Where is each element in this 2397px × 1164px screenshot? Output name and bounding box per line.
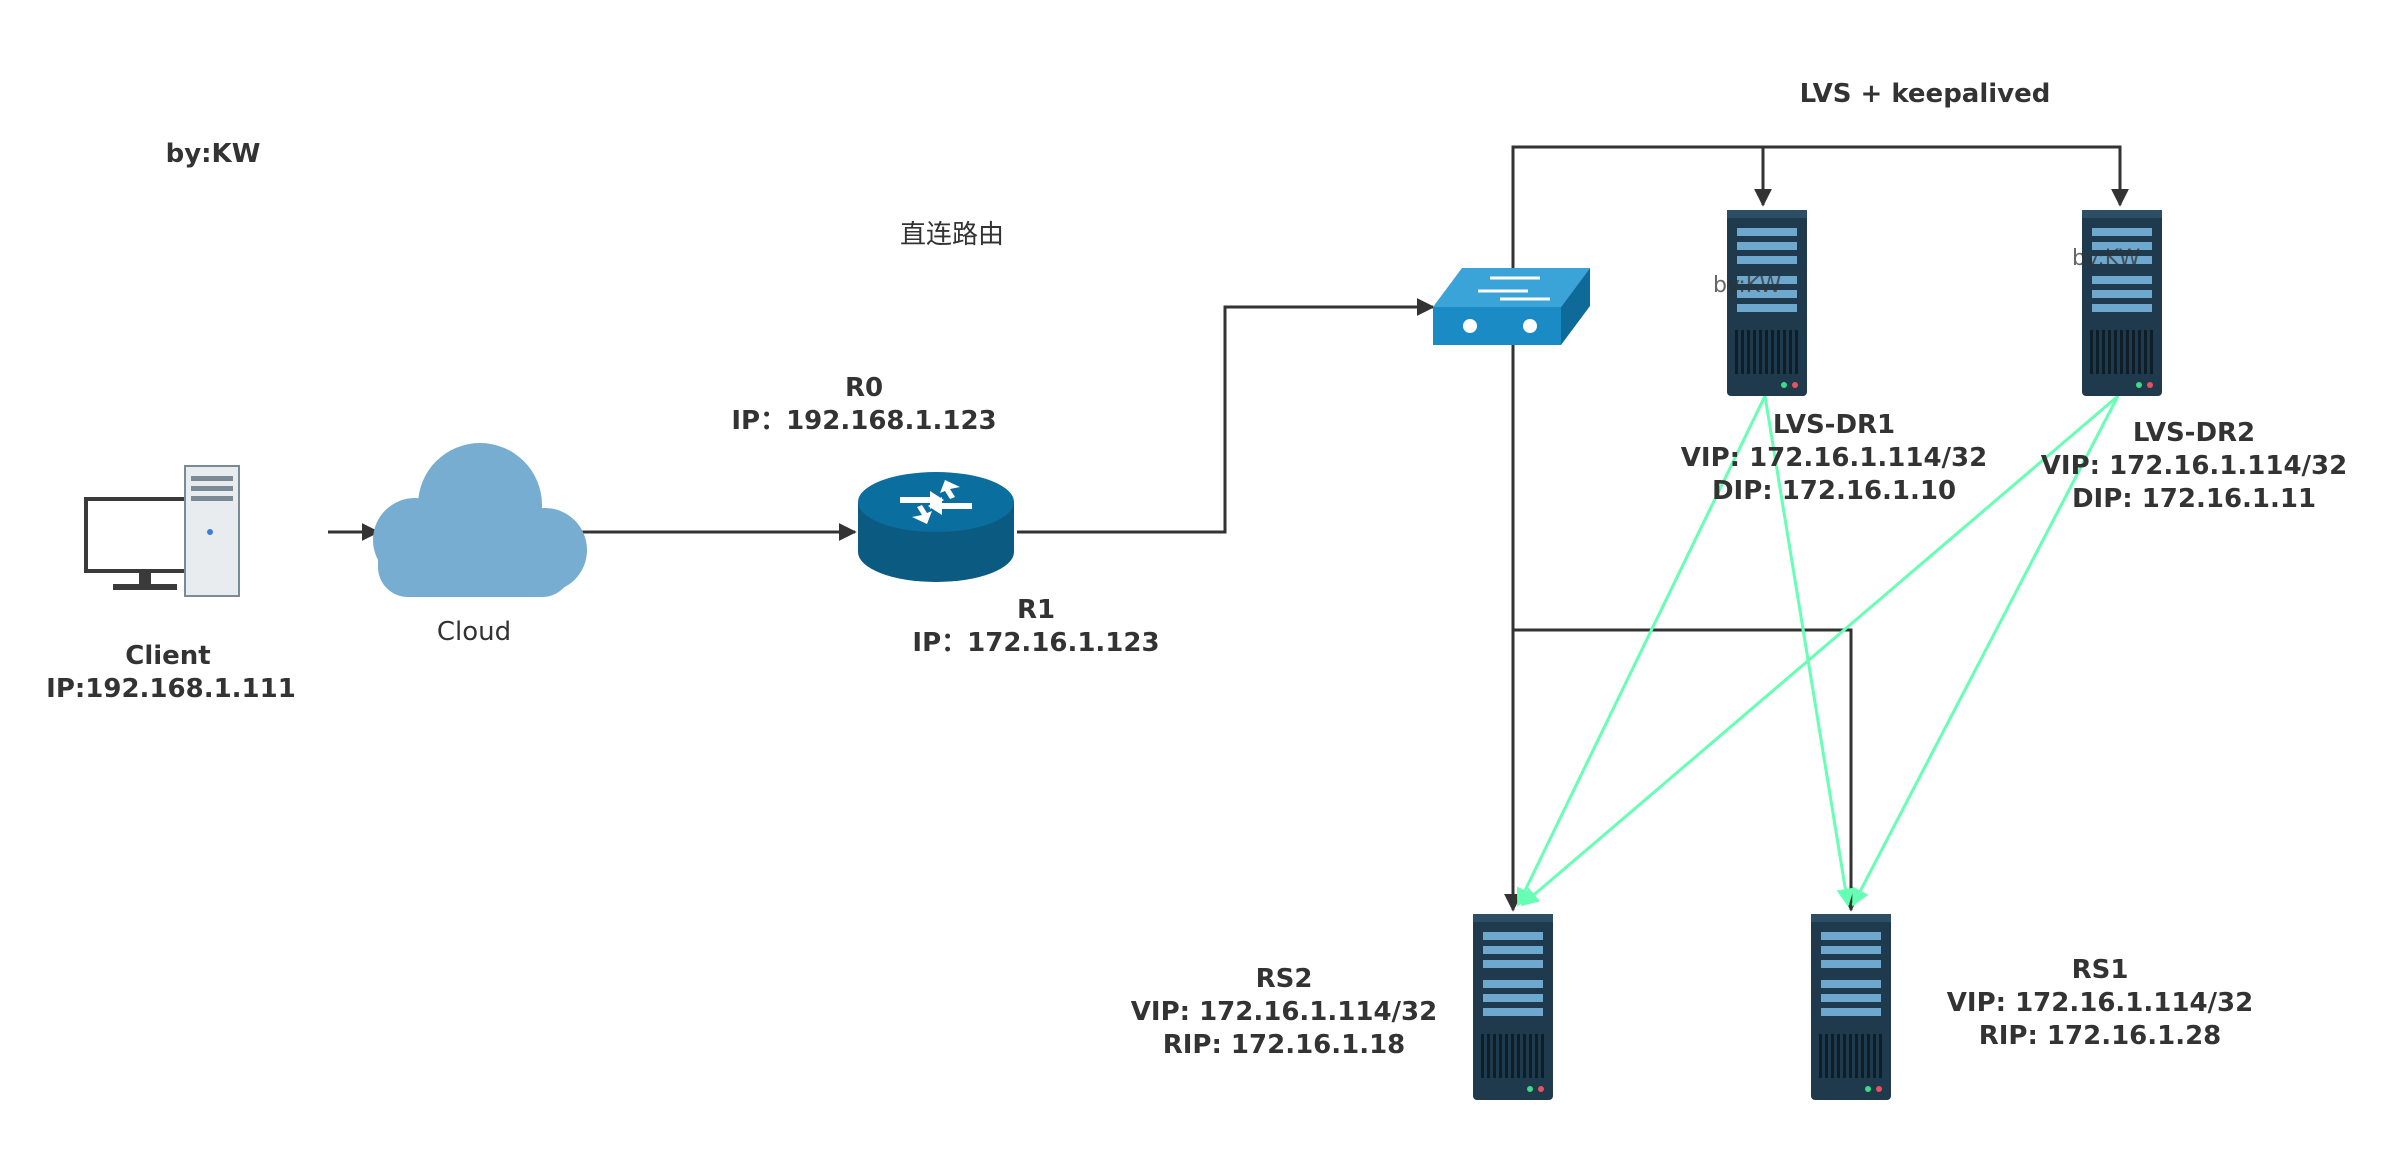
lvs-dr1-server-icon bbox=[1727, 210, 1807, 396]
r0-name: R0 bbox=[845, 373, 883, 403]
watermark-dr2: by:KW bbox=[2072, 246, 2140, 271]
rs1-name: RS1 bbox=[2072, 955, 2129, 985]
rs1-vip: VIP: 172.16.1.114/32 bbox=[1947, 988, 2253, 1018]
lvs-dr2-vip: VIP: 172.16.1.114/32 bbox=[2041, 451, 2347, 481]
return-dr2-rs2 bbox=[1520, 394, 2119, 907]
link-switch-lvs-dr1 bbox=[1511, 145, 1772, 280]
rs1-server-icon bbox=[1811, 914, 1891, 1100]
router-icon bbox=[858, 472, 1014, 582]
link-router-switch bbox=[1017, 298, 1435, 534]
return-dr1-rs1 bbox=[1763, 395, 1855, 907]
author-label: by:KW bbox=[166, 139, 261, 169]
watermark-dr1: by:KW bbox=[1713, 273, 1781, 298]
link-switch-rs1 bbox=[1513, 628, 1860, 912]
lvs-dr2-name: LVS-DR2 bbox=[2133, 418, 2255, 448]
client-pc-icon bbox=[84, 465, 328, 597]
client-ip: IP:192.168.1.111 bbox=[46, 674, 296, 704]
lvs-dr1-vip: VIP: 172.16.1.114/32 bbox=[1681, 443, 1987, 473]
rs2-vip: VIP: 172.16.1.114/32 bbox=[1131, 997, 1437, 1027]
diagram-title: LVS + keepalived bbox=[1800, 79, 2051, 109]
return-dr1-rs2 bbox=[1516, 395, 1767, 907]
lvs-dr1-name: LVS-DR1 bbox=[1773, 410, 1895, 440]
cloud-label: Cloud bbox=[437, 617, 511, 647]
lvs-dr1-dip: DIP: 172.16.1.10 bbox=[1712, 476, 1956, 506]
lvs-dr2-server-icon bbox=[2082, 210, 2162, 396]
rs2-server-icon bbox=[1473, 914, 1553, 1100]
link-switch-lvs-dr2 bbox=[1763, 145, 2129, 207]
rs1-rip: RIP: 172.16.1.28 bbox=[1979, 1021, 2222, 1051]
r1-ip: IP：172.16.1.123 bbox=[912, 628, 1159, 658]
return-dr2-rs1 bbox=[1851, 395, 2120, 907]
rs2-name: RS2 bbox=[1256, 964, 1313, 994]
r1-name: R1 bbox=[1017, 595, 1055, 625]
r0-ip: IP：192.168.1.123 bbox=[731, 406, 996, 436]
client-name: Client bbox=[125, 641, 210, 671]
switch-icon bbox=[1433, 268, 1590, 345]
lvs-dr2-dip: DIP: 172.16.1.11 bbox=[2072, 484, 2316, 514]
rs2-rip: RIP: 172.16.1.18 bbox=[1163, 1030, 1406, 1060]
connectors bbox=[240, 145, 2129, 912]
direct-route-label: 直连路由 bbox=[900, 220, 1004, 250]
cloud-icon bbox=[373, 443, 587, 597]
